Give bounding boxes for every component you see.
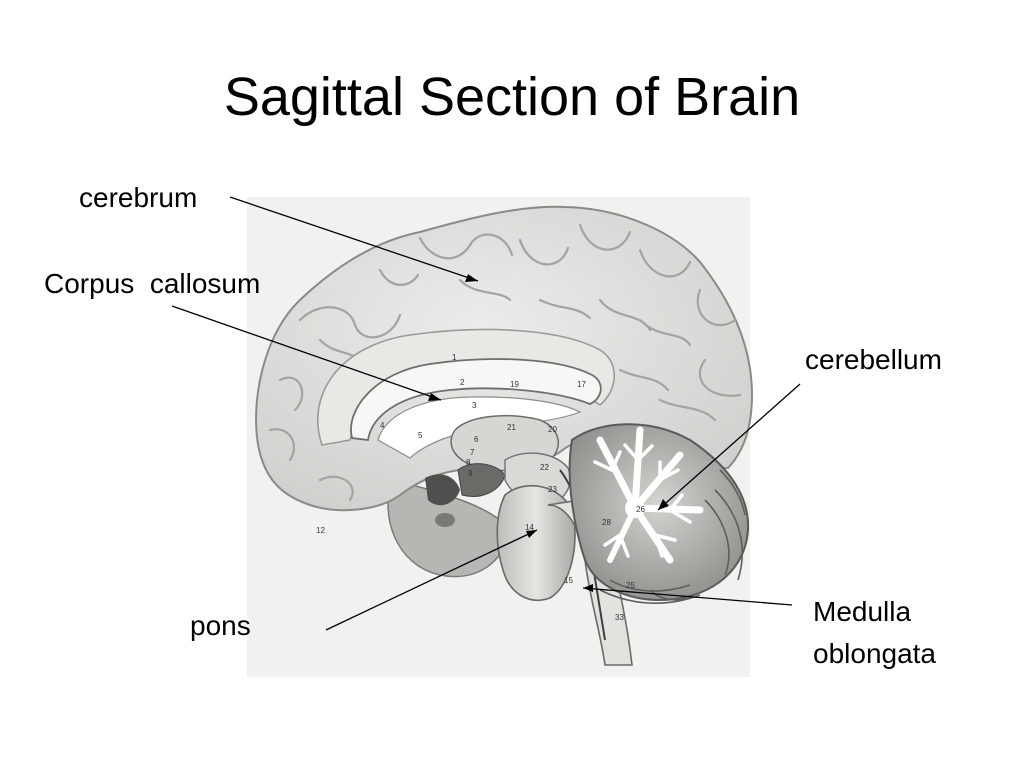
label-cerebellum: cerebellum <box>805 344 942 375</box>
atlas-number: 25 <box>626 581 635 590</box>
atlas-number: 23 <box>548 485 557 494</box>
pituitary <box>435 513 455 527</box>
atlas-number: 12 <box>316 526 325 535</box>
cerebrum-arrowhead <box>465 274 478 282</box>
atlas-number: 7 <box>470 448 475 457</box>
atlas-number: 28 <box>602 518 611 527</box>
cerebellum-leader-line <box>657 383 801 511</box>
label-cerebrum: cerebrum <box>79 182 198 213</box>
atlas-number: 6 <box>474 435 479 444</box>
atlas-number: 21 <box>507 423 516 432</box>
atlas-numbers: 1 2 3 4 5 6 7 8 9 12 14 15 17 19 20 21 2… <box>316 353 645 622</box>
cerebellum-arrowhead <box>658 499 669 510</box>
cerebellar-folia <box>599 469 746 604</box>
atlas-number: 33 <box>615 613 624 622</box>
atlas-number: 19 <box>510 380 519 389</box>
arbor-vitae-core <box>625 498 645 518</box>
cerebrum-leader-line <box>229 196 479 282</box>
atlas-number: 2 <box>460 378 465 387</box>
temporal-lobe <box>387 479 511 578</box>
atlas-number: 5 <box>418 431 423 440</box>
atlas-number: 9 <box>468 469 473 478</box>
leader-lines <box>171 196 801 631</box>
pons-leader-line <box>325 529 538 631</box>
atlas-number: 3 <box>472 401 477 410</box>
atlas-number: 20 <box>548 425 557 434</box>
corpus-callosum-leader-line <box>171 305 442 401</box>
atlas-number: 8 <box>466 458 471 467</box>
atlas-number: 26 <box>636 505 645 514</box>
label-corpus-callosum: Corpus callosum <box>44 268 261 299</box>
label-pons: pons <box>190 610 251 641</box>
atlas-number: 14 <box>525 523 534 532</box>
hypothalamus <box>425 474 460 506</box>
atlas-number: 4 <box>380 421 385 430</box>
medulla-leader-line <box>582 587 793 606</box>
atlas-number: 22 <box>540 463 549 472</box>
atlas-number: 1 <box>452 353 457 362</box>
pons-arrowhead <box>526 530 537 538</box>
pons-shape <box>496 484 576 601</box>
slide-title: Sagittal Section of Brain <box>223 67 801 127</box>
atlas-number: 15 <box>564 576 573 585</box>
corpus-callosum-shape <box>350 358 602 442</box>
medulla-arrowhead <box>583 584 593 592</box>
arbor-vitae <box>593 426 704 564</box>
atlas-number: 17 <box>577 380 586 389</box>
corpus-callosum-arrowhead <box>428 393 441 401</box>
label-medulla-oblongata: Medulla oblongata <box>813 596 937 669</box>
